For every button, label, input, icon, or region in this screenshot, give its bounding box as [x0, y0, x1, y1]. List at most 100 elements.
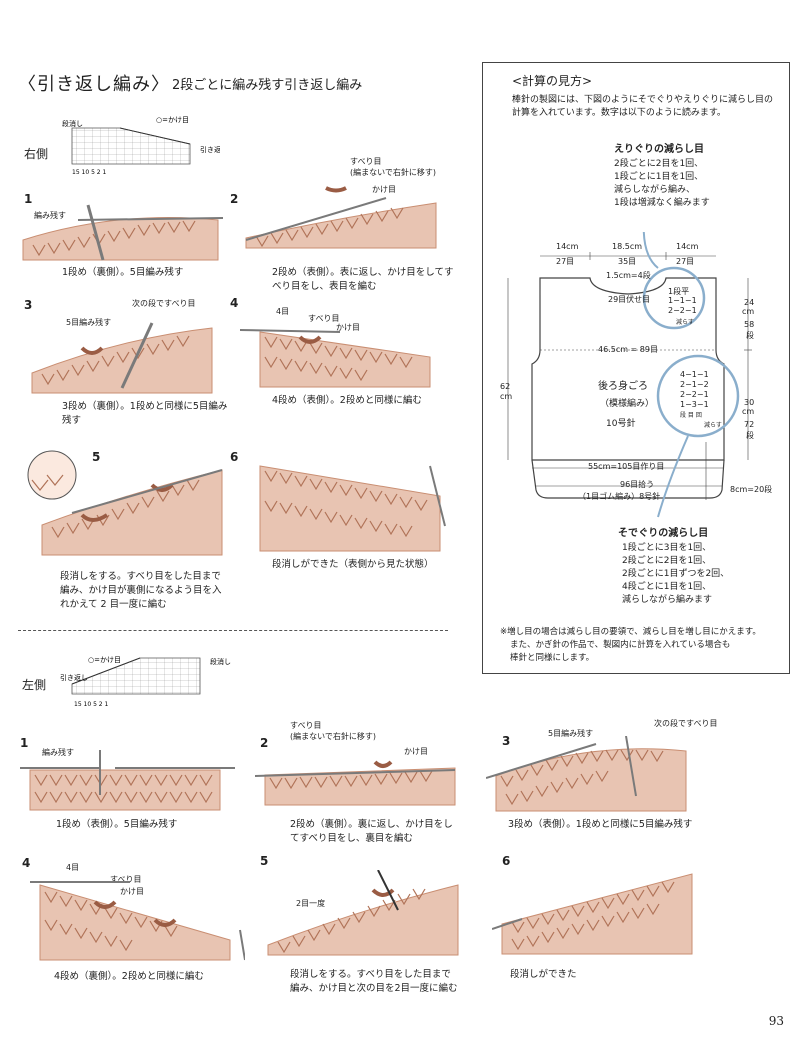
left-step-4-note3: かけ目	[120, 887, 144, 896]
left-step-3-illustration	[486, 736, 687, 812]
right-step-4-note2: すべり目	[308, 314, 340, 323]
arm-calc-2: 2−1−2	[680, 380, 709, 389]
dim-h2-rows: 72	[744, 420, 755, 429]
dim-h2: 30	[744, 398, 755, 407]
neck-calc-3: 2−2−1	[668, 306, 697, 315]
dim-h1: 24	[744, 298, 755, 307]
calc-note: ※増し目の場合は減らし目の要領で、減らし目を増し目にかえます。 また、かぎ針の作…	[500, 626, 761, 665]
neck-line-3: 減らしながら編み、	[614, 185, 696, 195]
right-step-6-number: 6	[230, 450, 239, 464]
right-step-2-note2: かけ目	[372, 185, 396, 194]
right-step-1-number: 1	[24, 192, 33, 206]
right-step-4-caption: 4段め（表側）。2段めと同様に編む	[272, 395, 422, 406]
left-step-1-note: 編み残す	[42, 748, 74, 757]
left-step-3-caption: 3段め（表側）。1段めと同様に5目編み残す	[508, 819, 693, 830]
dim-pickup: 96目拾う	[620, 480, 655, 489]
arm-calc-5: 段 目 回	[680, 412, 702, 419]
arm-line-1: 1段ごとに3目を1回、	[622, 543, 712, 553]
dim-h1-unit: cm	[742, 307, 755, 316]
body-needle: 10号針	[606, 419, 636, 429]
right-step-4-illustration	[240, 329, 431, 388]
page-number: 93	[768, 1014, 784, 1028]
left-step-5-note: 2目一度	[296, 899, 326, 908]
calc-note-line-1: ※増し目の場合は減らし目の要領で、減らし目を増し目にかえます。	[500, 627, 761, 637]
neck-decrease-lines: 2段ごとに2目を1回、 1段ごとに1目を1回、 減らしながら編み、 1段は増減な…	[614, 158, 710, 210]
left-side-label: 左側	[22, 678, 47, 692]
calc-note-line-3: 棒針と同様にします。	[510, 653, 595, 663]
right-step-1-illustration	[22, 204, 224, 261]
right-step-1-note: 編み残す	[34, 211, 66, 220]
dim-w1: 14cm	[556, 242, 579, 251]
body-pattern: （模様編み）	[600, 399, 655, 409]
right-step-2-number: 2	[230, 192, 239, 206]
right-step-5-illustration	[27, 450, 223, 556]
arm-decrease-lines: 1段ごとに3目を1回、 2段ごとに2目を1回、 2段ごとに1目ずつを2回、 4段…	[622, 542, 729, 607]
right-step-6-illustration	[259, 465, 446, 552]
svg-text:15 10 5 2 1: 15 10 5 2 1	[74, 701, 109, 708]
right-step-2-illustration	[245, 186, 437, 249]
neck-calc-1: 1段平	[668, 287, 690, 296]
svg-text:○=かけ目: ○=かけ目	[156, 116, 189, 124]
neck-line-4: 1段は増減なく編みます	[614, 198, 710, 208]
right-step-4-note3: かけ目	[336, 323, 360, 332]
arm-line-5: 減らしながら編みます	[622, 595, 713, 605]
right-step-4-note: 4目	[276, 307, 290, 316]
left-step-2-number: 2	[260, 736, 269, 750]
right-step-4-number: 4	[230, 296, 239, 310]
right-step-6-caption: 段消しができた（表側から見た状態）	[272, 559, 434, 570]
page-title: 〈引き返し編み〉	[18, 74, 170, 95]
neck-calc-2: 1−1−1	[668, 296, 697, 305]
dim-w3: 14cm	[676, 242, 699, 251]
calc-note-line-2: また、かぎ針の作品で、製図内に計算を入れている場合も	[510, 640, 731, 650]
left-side-chart: ○=かけ目 段消し 引き返し 15 10 5 2 1	[60, 656, 231, 708]
dim-castOn: 55cm=105目作り目	[588, 462, 665, 471]
left-step-6-caption: 段消しができた	[510, 969, 577, 980]
right-step-3-note2: 5目編み残す	[66, 318, 112, 327]
neck-line-2: 1段ごとに1目を1回、	[614, 172, 704, 182]
left-step-5-illustration	[267, 870, 459, 956]
dim-h2-rows-unit: 段	[746, 431, 754, 440]
dim-w1-stitches: 27目	[556, 257, 575, 266]
arm-decrease-title: そでぐりの減らし目	[618, 528, 709, 539]
neck-line-1: 2段ごとに2目を1回、	[614, 159, 704, 169]
body-title: 後ろ身ごろ	[598, 381, 648, 392]
left-step-5-number: 5	[260, 854, 269, 868]
calc-title: <計算の見方>	[512, 74, 593, 88]
right-step-5-number: 5	[92, 450, 101, 464]
arm-calc-4: 1−3−1	[680, 400, 709, 409]
right-side-label: 右側	[24, 147, 49, 161]
left-step-3-note2: 次の段ですべり目	[654, 719, 718, 728]
dim-h1-rows-unit: 段	[746, 331, 754, 340]
section-divider	[18, 630, 448, 631]
arm-line-3: 2段ごとに1目ずつを2回、	[622, 569, 730, 579]
dim-left: 62	[500, 382, 511, 391]
neck-decrease-title: えりぐりの減らし目	[614, 144, 704, 155]
left-step-4-caption: 4段め（裏側）。2段めと同様に編む	[54, 971, 204, 982]
dim-left-unit: cm	[500, 392, 513, 401]
arm-line-2: 2段ごとに2目を1回、	[622, 556, 712, 566]
right-step-3-illustration	[31, 322, 213, 394]
left-step-1-caption: 1段め（表側）。5目編み残す	[56, 819, 178, 830]
right-step-5-caption: 段消しをする。すべり目をした目まで編み、かけ目が裏側になるよう目を入れかえて 2…	[60, 571, 222, 610]
dim-w2: 18.5cm	[612, 242, 643, 251]
dim-mid: 46.5cm = 89目	[598, 345, 658, 354]
svg-text:段消し: 段消し	[62, 119, 83, 128]
left-step-1-illustration	[20, 750, 235, 811]
arm-line-4: 4段ごとに1目を1回、	[622, 582, 712, 592]
right-step-1-caption: 1段め（裏側）。5目編み残す	[62, 267, 184, 278]
neck-calc-4: 減らす	[676, 319, 694, 326]
left-step-1-number: 1	[20, 736, 29, 750]
right-side-chart: 段消し ○=かけ目 引き返し 15 10 5 2 1	[62, 116, 220, 176]
right-step-2-caption: 2段め（表側）。表に返し、かけ目をしてすべり目をし、表目を編む	[272, 267, 454, 292]
right-step-3-note: 次の段ですべり目	[132, 299, 196, 308]
neck-rows: 1.5cm=4段	[606, 271, 651, 280]
left-step-5-caption: 段消しをする。すべり目をした目まで編み、かけ目と次の目を2目一度に編む	[290, 969, 458, 994]
left-step-3-number: 3	[502, 734, 511, 748]
right-step-3-caption: 3段め（裏側）。1段めと同様に5目編み残す	[62, 401, 228, 426]
left-step-4-note2: すべり目	[110, 875, 142, 884]
left-step-4-note: 4目	[66, 863, 80, 872]
svg-text:段消し: 段消し	[210, 657, 231, 666]
right-step-2-note: すべり目 (編まないで右針に移す)	[350, 157, 437, 177]
left-step-4-illustration	[30, 881, 245, 961]
svg-text:○=かけ目: ○=かけ目	[88, 656, 121, 664]
